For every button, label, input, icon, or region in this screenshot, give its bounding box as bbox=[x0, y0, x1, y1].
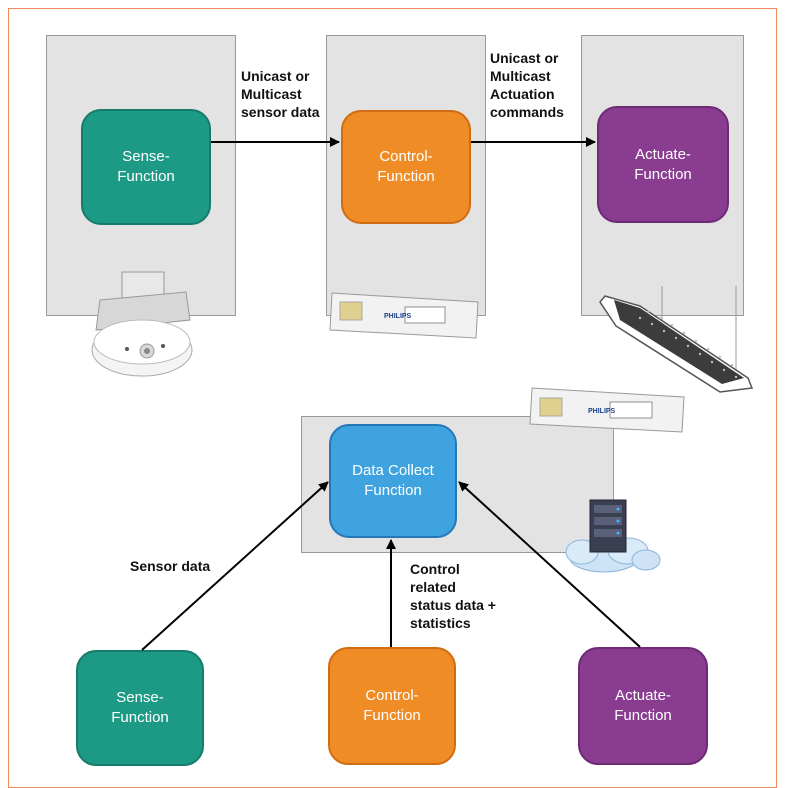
sense-function-line2: Function bbox=[117, 168, 175, 185]
actuation-unicast-line1: Unicast or bbox=[490, 50, 559, 66]
sensor-data-label: Sensor data bbox=[130, 557, 210, 575]
driver-brand-label-2: PHILIPS bbox=[588, 408, 616, 415]
control-function-box: Control- Function bbox=[341, 110, 471, 224]
arrow-sense-to-datacollect bbox=[141, 481, 329, 651]
sense-function-line1: Sense- bbox=[122, 148, 170, 165]
data-collect-function-box: Data Collect Function bbox=[329, 424, 457, 538]
led-driver-icon: PHILIPS bbox=[329, 292, 479, 339]
actuate-function-box: Actuate- Function bbox=[597, 106, 729, 223]
actuation-unicast-line3: Actuation bbox=[490, 86, 555, 102]
control-function-line2: Function bbox=[377, 168, 435, 185]
data-collect-line2: Function bbox=[364, 482, 422, 499]
control-status-line3: status data + bbox=[410, 597, 496, 613]
bottom-actuate-line1: Actuate- bbox=[615, 687, 671, 704]
sense-function-box: Sense- Function bbox=[81, 109, 211, 225]
control-status-label: Control related status data + statistics bbox=[410, 560, 496, 632]
bottom-control-line1: Control- bbox=[365, 687, 419, 704]
sensor-unicast-line2: Multicast bbox=[241, 86, 302, 102]
actuation-unicast-line4: commands bbox=[490, 104, 564, 120]
sensor-unicast-label: Unicast or Multicast sensor data bbox=[241, 67, 320, 121]
bottom-control-function-box: Control- Function bbox=[328, 647, 456, 765]
control-status-line1: Control bbox=[410, 561, 460, 577]
luminaire-icon bbox=[599, 286, 754, 393]
data-collect-line1: Data Collect bbox=[352, 462, 434, 479]
arrow-actuate-to-datacollect bbox=[458, 481, 641, 648]
driver-brand-label: PHILIPS bbox=[384, 313, 412, 320]
actuation-unicast-label: Unicast or Multicast Actuation commands bbox=[490, 49, 564, 121]
bottom-sense-line2: Function bbox=[111, 709, 169, 726]
bottom-actuate-function-box: Actuate- Function bbox=[578, 647, 708, 765]
control-function-line1: Control- bbox=[379, 148, 433, 165]
bottom-sense-line1: Sense- bbox=[116, 689, 164, 706]
sensor-unicast-line1: Unicast or bbox=[241, 68, 310, 84]
bottom-actuate-line2: Function bbox=[614, 707, 672, 724]
bottom-control-line2: Function bbox=[363, 707, 421, 724]
led-driver-icon-2: PHILIPS bbox=[529, 387, 685, 433]
sensor-data-text: Sensor data bbox=[130, 558, 211, 574]
actuate-function-line2: Function bbox=[634, 165, 692, 183]
cloud-server-icon bbox=[565, 499, 661, 573]
actuate-function-line1: Actuate- bbox=[635, 145, 691, 163]
control-status-line2: related bbox=[410, 579, 456, 595]
bottom-sense-function-box: Sense- Function bbox=[76, 650, 204, 766]
control-status-line4: statistics bbox=[410, 615, 471, 631]
sensor-unicast-line3: sensor data bbox=[241, 104, 320, 120]
actuation-unicast-line2: Multicast bbox=[490, 68, 551, 84]
occupancy-sensor-icon bbox=[91, 271, 193, 377]
